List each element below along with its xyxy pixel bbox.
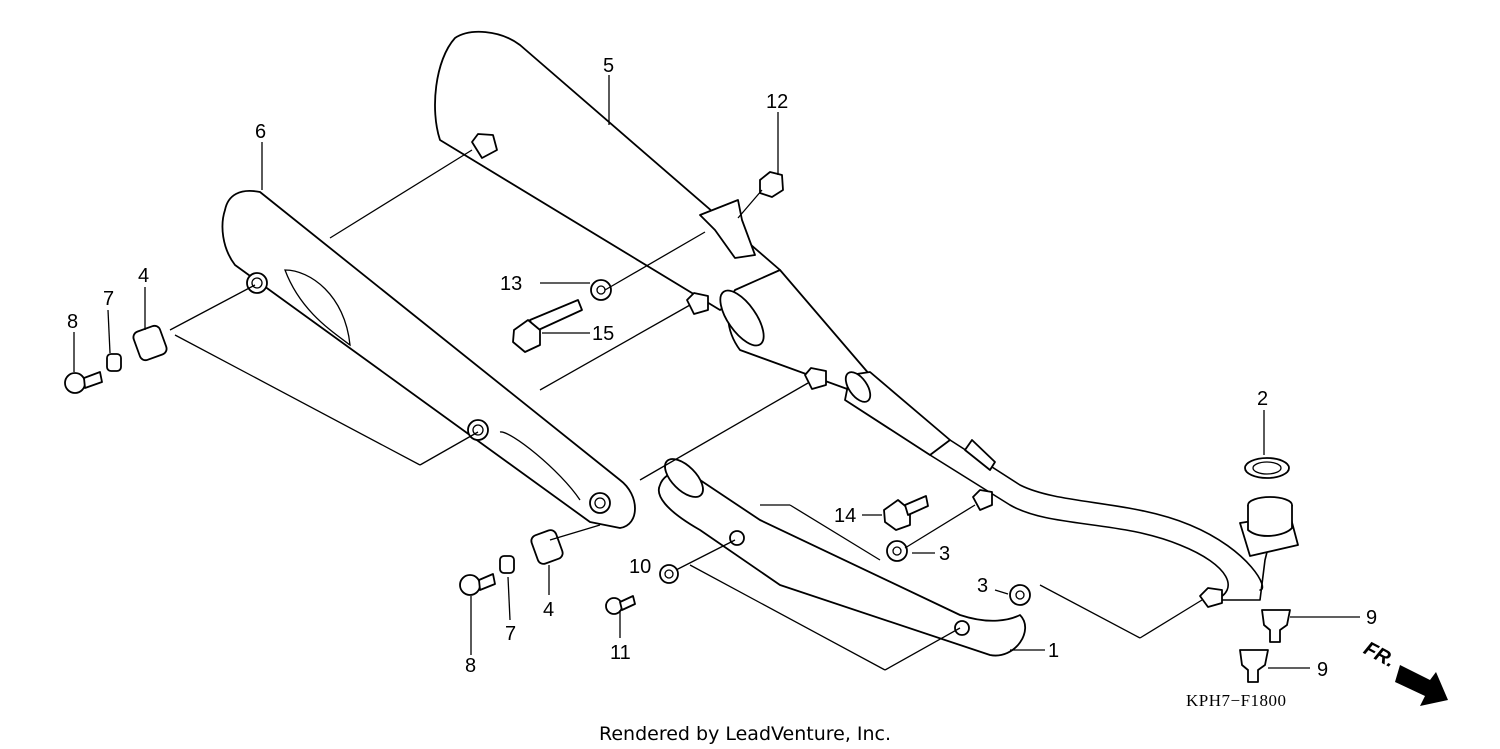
callout-11: 11 [610, 642, 631, 664]
pipe-protector [658, 458, 1026, 657]
callout-8a: 8 [67, 311, 78, 333]
front-direction-arrow: FR. [1360, 638, 1448, 706]
callout-9b: 9 [1317, 659, 1328, 681]
callout-4b: 4 [543, 599, 554, 621]
callout-3b: 3 [977, 575, 988, 597]
callout-13: 13 [500, 273, 522, 295]
callout-8b: 8 [465, 655, 476, 677]
heat-shield [221, 190, 636, 529]
fasteners [64, 171, 1291, 683]
credit-line: Rendered by LeadVenture, Inc. [599, 723, 891, 745]
arrow-right-down-icon [1395, 665, 1448, 706]
callout-4a: 4 [138, 265, 149, 287]
callout-5: 5 [603, 55, 614, 77]
callout-2: 2 [1257, 388, 1268, 410]
callout-labels: 1 2 3 3 4 4 5 6 7 7 8 8 9 9 10 11 12 13 … [67, 55, 1377, 681]
callout-6: 6 [255, 121, 266, 143]
callout-3a: 3 [939, 543, 950, 565]
callout-10: 10 [629, 556, 651, 578]
callout-7a: 7 [103, 288, 114, 310]
callout-9a: 9 [1366, 607, 1377, 629]
fr-label: FR. [1360, 638, 1399, 673]
muffler-assembly [434, 30, 1299, 608]
drawing-code: KPH7−F1800 [1186, 691, 1287, 710]
callout-12: 12 [766, 91, 788, 113]
leader-lines [73, 75, 1360, 671]
callout-1: 1 [1048, 640, 1059, 662]
callout-7b: 7 [505, 623, 516, 645]
callout-15: 15 [592, 323, 614, 345]
callout-14: 14 [834, 505, 856, 527]
